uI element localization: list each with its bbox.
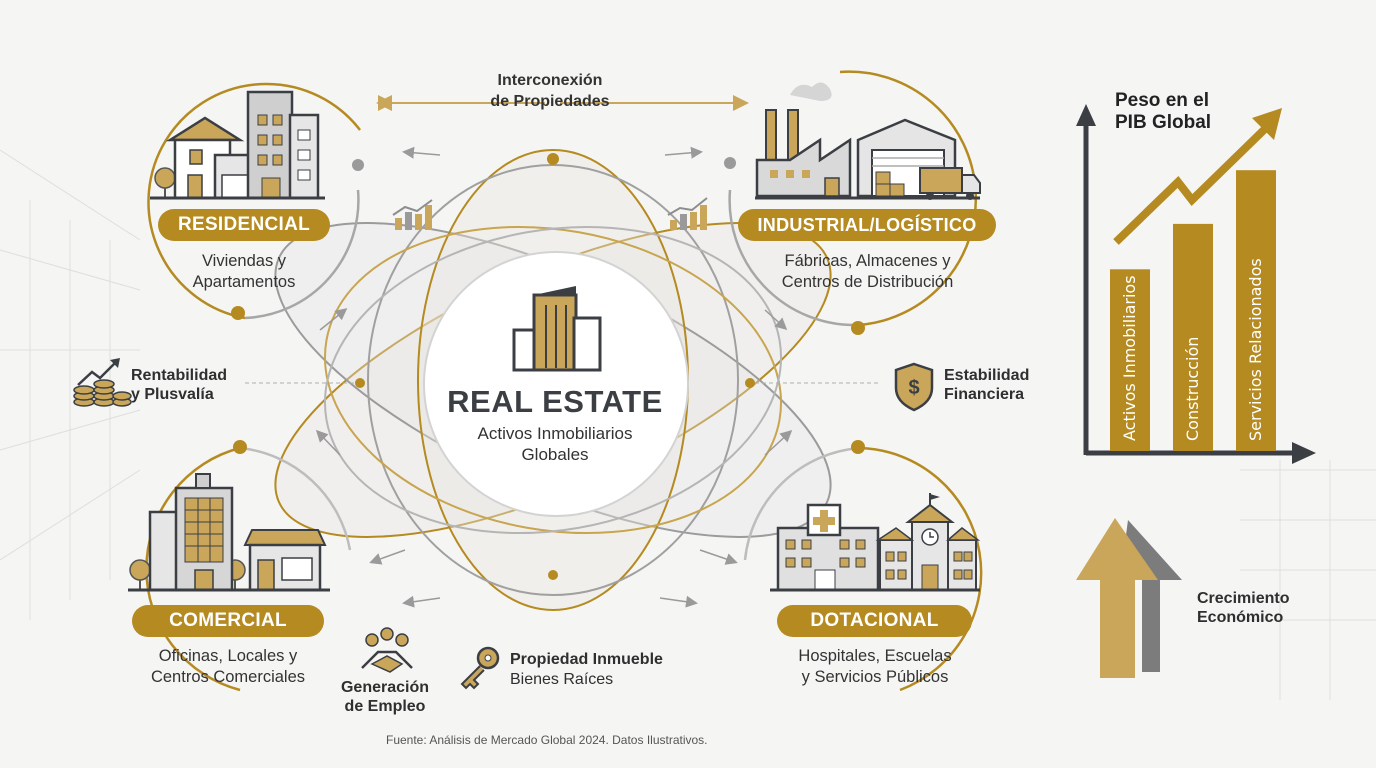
growth-arrows-icon xyxy=(1076,518,1182,678)
connection-nodes xyxy=(231,153,865,580)
estabilidad-label: Estabilidad Financiera xyxy=(944,366,1029,404)
comercial-desc-line2: Centros Comerciales xyxy=(150,668,306,686)
rentabilidad-label: Rentabilidad y Plusvalía xyxy=(131,366,227,404)
empleo-line2: de Empleo xyxy=(344,698,426,715)
trend-arrow-line xyxy=(1113,121,1273,245)
chart-y-axis-arrow xyxy=(1076,104,1096,126)
top-label-line2: de Propiedades xyxy=(490,93,610,110)
top-interconnection-label: Interconexión de Propiedades xyxy=(440,70,660,112)
crecimiento-label: Crecimiento Económico xyxy=(1197,589,1289,627)
sector-comercial-label: COMERCIAL xyxy=(132,605,324,637)
sector-dotacional-label: DOTACIONAL xyxy=(777,605,972,637)
top-label-line1: Interconexión xyxy=(497,72,603,89)
sector-industrial-label: INDUSTRIAL/LOGÍSTICO xyxy=(738,209,996,241)
propiedad-label: Propiedad Inmueble Bienes Raíces xyxy=(510,650,663,690)
sector-comercial-desc: Oficinas, Locales y Centros Comerciales xyxy=(128,646,328,688)
center-building-icon xyxy=(512,286,602,372)
estabilidad-line1: Estabilidad xyxy=(944,367,1030,384)
rentabilidad-line1: Rentabilidad xyxy=(131,367,228,384)
center-subtitle-line2: Globales xyxy=(521,445,589,464)
handshake-people-icon xyxy=(361,627,413,673)
chart-title: Peso en el PIB Global xyxy=(1115,90,1211,134)
center-circle xyxy=(423,251,689,517)
sector-residencial-desc: Viviendas y Apartamentos xyxy=(150,251,338,293)
hospital-school-icon xyxy=(770,493,981,592)
shield-dollar-icon: $ xyxy=(894,362,934,412)
mini-chart-icon-right xyxy=(667,197,708,230)
crecimiento-line2: Económico xyxy=(1197,609,1284,626)
mini-chart-icon-left xyxy=(392,199,433,230)
residencial-desc-line2: Apartamentos xyxy=(192,273,296,291)
bar-1 xyxy=(1110,269,1150,451)
bar-3 xyxy=(1236,170,1276,451)
bar-chart xyxy=(1076,104,1316,464)
propiedad-line2: Bienes Raíces xyxy=(510,671,614,688)
bar-label-1: Activos Inmobiliarios xyxy=(1120,275,1139,441)
sector-dotacional-desc: Hospitales, Escuelas y Servicios Público… xyxy=(775,646,975,688)
sector-industrial-desc: Fábricas, Almacenes y Centros de Distrib… xyxy=(745,251,990,293)
residential-buildings-icon xyxy=(150,90,325,200)
source-footer: Fuente: Análisis de Mercado Global 2024.… xyxy=(386,733,708,747)
chart-title-line2: PIB Global xyxy=(1115,112,1212,133)
chart-x-axis-arrow xyxy=(1292,442,1316,464)
rentabilidad-line2: y Plusvalía xyxy=(131,386,214,403)
bar-label-2: Construcción xyxy=(1183,336,1202,441)
center-subtitle-line1: Activos Inmobiliarios xyxy=(477,424,633,443)
propiedad-line1: Propiedad Inmueble xyxy=(510,651,663,668)
sector-residencial-label: RESIDENCIAL xyxy=(158,209,330,241)
trend-arrow-head xyxy=(1252,108,1282,140)
dotacional-desc-line2: y Servicios Públicos xyxy=(801,668,949,686)
factory-warehouse-icon xyxy=(755,82,981,200)
svg-text:$: $ xyxy=(908,377,919,399)
residencial-desc-line1: Viviendas y xyxy=(201,252,287,270)
center-subtitle: Activos Inmobiliarios Globales xyxy=(430,423,680,465)
bar-2 xyxy=(1173,223,1213,451)
estabilidad-line2: Financiera xyxy=(944,386,1025,403)
growth-coins-icon xyxy=(73,358,132,407)
key-icon xyxy=(460,646,500,690)
office-shop-icon xyxy=(128,473,330,592)
empleo-label: Generación de Empleo xyxy=(330,678,440,716)
bar-label-3: Servicios Relacionados xyxy=(1246,258,1265,441)
dotacional-desc-line1: Hospitales, Escuelas xyxy=(798,647,952,665)
empleo-line1: Generación xyxy=(340,679,430,696)
crecimiento-line1: Crecimiento xyxy=(1197,590,1290,607)
background-grid xyxy=(0,149,1376,700)
center-title: REAL ESTATE xyxy=(447,384,663,419)
industrial-desc-line1: Fábricas, Almacenes y xyxy=(784,252,951,270)
industrial-desc-line2: Centros de Distribución xyxy=(781,273,954,291)
comercial-desc-line1: Oficinas, Locales y xyxy=(158,647,298,665)
chart-title-line1: Peso en el xyxy=(1115,90,1209,111)
